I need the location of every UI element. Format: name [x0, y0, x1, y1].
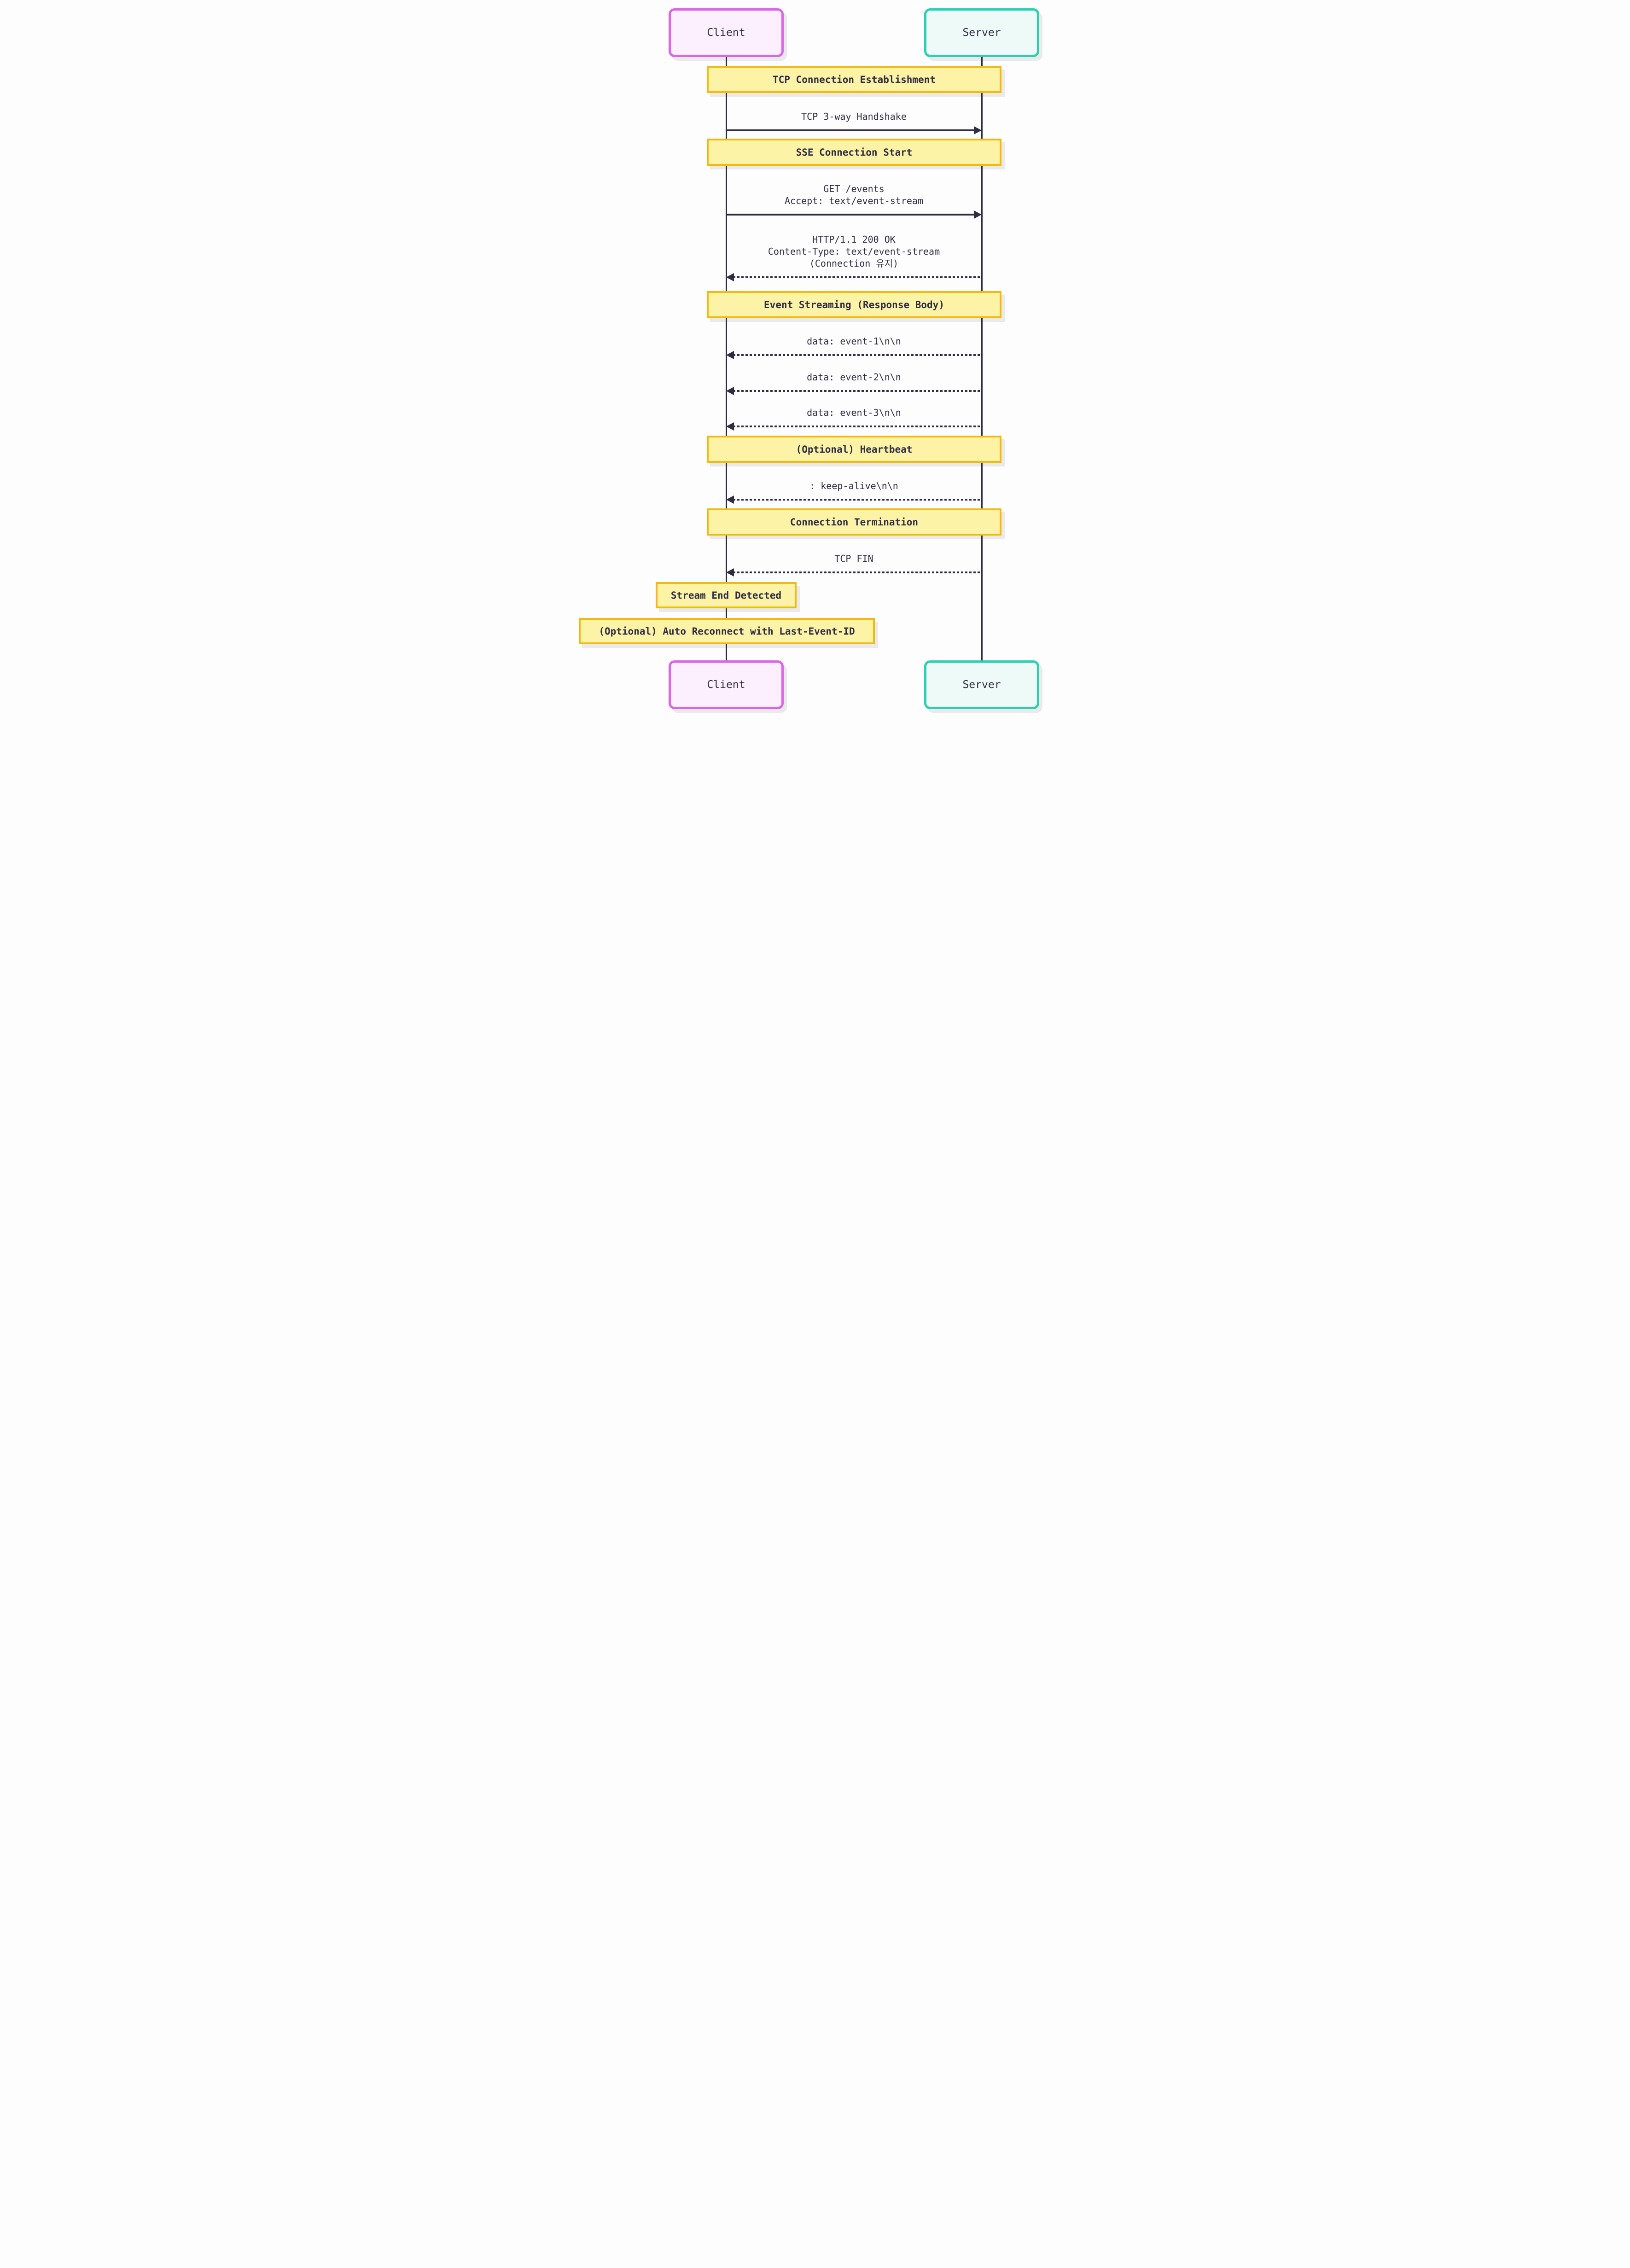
sequence-diagram: Client Server TCP Connection Establishme…: [543, 0, 1087, 756]
message-text: data: event-3\n\n: [807, 407, 901, 418]
arrow-server-to-client: [726, 387, 982, 395]
arrow-line: [726, 129, 975, 131]
actor-server-top: Server: [924, 8, 1039, 57]
actor-client-top: Client: [669, 8, 784, 57]
arrow-line: [733, 426, 982, 427]
arrow-line: [726, 214, 975, 216]
arrowhead-right-icon: [974, 210, 982, 219]
message-text: Accept: text/event-stream: [784, 195, 924, 206]
message-text: TCP 3-way Handshake: [801, 111, 907, 122]
message-text: HTTP/1.1 200 OK: [812, 234, 896, 245]
arrow-line: [733, 390, 982, 392]
note-label: (Optional) Auto Reconnect with Last-Even…: [599, 625, 855, 637]
arrowhead-left-icon: [726, 568, 734, 577]
arrow-line: [733, 571, 982, 573]
message-text: Content-Type: text/event-stream: [768, 246, 940, 257]
banner-label: Connection Termination: [790, 516, 919, 528]
message-text: TCP FIN: [834, 553, 873, 564]
actor-client-bottom: Client: [669, 660, 784, 709]
message-get-events: GET /events Accept: text/event-stream: [726, 183, 982, 219]
actor-server-bottom-label: Server: [962, 679, 1001, 691]
arrow-client-to-server: [726, 210, 982, 219]
arrow-server-to-client: [726, 422, 982, 431]
banner-tcp-connection-establishment: TCP Connection Establishment: [707, 66, 1001, 93]
arrow-line: [733, 354, 982, 356]
banner-label: (Optional) Heartbeat: [796, 443, 913, 455]
message-text: data: event-1\n\n: [807, 336, 901, 347]
arrow-server-to-client: [726, 273, 982, 281]
banner-sse-connection-start: SSE Connection Start: [707, 139, 1001, 166]
arrowhead-right-icon: [974, 126, 982, 134]
arrowhead-left-icon: [726, 351, 734, 359]
message-tcp-fin: TCP FIN: [726, 553, 982, 577]
banner-label: Event Streaming (Response Body): [764, 299, 944, 310]
message-http-200: HTTP/1.1 200 OK Content-Type: text/event…: [726, 233, 982, 281]
banner-optional-heartbeat: (Optional) Heartbeat: [707, 436, 1001, 463]
arrow-client-to-server: [726, 126, 982, 134]
message-text: : keep-alive\n\n: [809, 480, 898, 491]
actor-server-bottom: Server: [924, 660, 1039, 709]
banner-label: TCP Connection Establishment: [772, 74, 936, 85]
arrowhead-left-icon: [726, 387, 734, 395]
message-text: (Connection 유지): [809, 258, 899, 269]
actor-client-top-label: Client: [707, 27, 745, 39]
banner-event-streaming: Event Streaming (Response Body): [707, 291, 1001, 318]
arrow-server-to-client: [726, 351, 982, 359]
message-keep-alive: : keep-alive\n\n: [726, 480, 982, 504]
note-label: Stream End Detected: [670, 589, 782, 601]
message-data-event-3: data: event-3\n\n: [726, 407, 982, 431]
arrowhead-left-icon: [726, 422, 734, 431]
message-text: GET /events: [823, 183, 885, 194]
message-data-event-2: data: event-2\n\n: [726, 371, 982, 395]
arrowhead-left-icon: [726, 496, 734, 504]
message-text: data: event-2\n\n: [807, 372, 901, 383]
arrow-line: [733, 276, 982, 278]
arrow-server-to-client: [726, 568, 982, 577]
actor-client-bottom-label: Client: [707, 679, 745, 691]
lifeline-server: [981, 57, 983, 660]
message-data-event-1: data: event-1\n\n: [726, 335, 982, 359]
arrow-line: [733, 499, 982, 501]
arrowhead-left-icon: [726, 273, 734, 281]
arrow-server-to-client: [726, 496, 982, 504]
banner-connection-termination: Connection Termination: [707, 508, 1001, 536]
note-auto-reconnect: (Optional) Auto Reconnect with Last-Even…: [579, 618, 875, 644]
actor-server-top-label: Server: [962, 27, 1001, 39]
note-stream-end-detected: Stream End Detected: [656, 582, 797, 608]
message-tcp-handshake: TCP 3-way Handshake: [726, 111, 982, 134]
banner-label: SSE Connection Start: [796, 146, 913, 158]
